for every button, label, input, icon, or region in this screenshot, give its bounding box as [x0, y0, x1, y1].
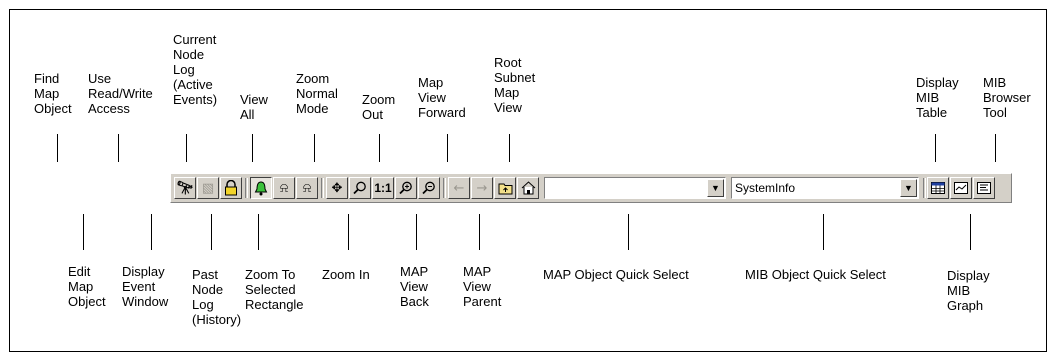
label-edit-map-object: Edit Map Object: [68, 264, 106, 309]
leader-line: [258, 214, 259, 250]
label-view-all: View All: [240, 92, 268, 122]
leader-line: [186, 134, 187, 162]
label-use-read-write-access: Use Read/Write Access: [88, 71, 153, 116]
toolbar-separator: [443, 178, 446, 198]
label-root-subnet-map-view: Root Subnet Map View: [494, 55, 536, 115]
use-read-write-access-button[interactable]: [220, 177, 242, 199]
find-map-object-button[interactable]: 🔭︎: [174, 177, 196, 199]
chevron-down-icon[interactable]: ▼: [900, 179, 917, 197]
toolbar-separator: [923, 178, 926, 198]
bell-history-icon: ⍾: [302, 180, 312, 196]
label-current-node-log: Current Node Log (Active Events): [173, 32, 218, 107]
leader-line: [970, 214, 971, 250]
current-node-log-button[interactable]: ⍾: [273, 177, 295, 199]
arrow-right-icon: →: [476, 180, 488, 196]
leader-line: [628, 214, 629, 250]
leader-line: [995, 134, 996, 162]
leader-line: [348, 214, 349, 250]
zoom-to-selected-rectangle-button[interactable]: [349, 177, 371, 199]
lock-icon: [225, 180, 237, 196]
home-icon: [521, 181, 535, 195]
edit-map-object-button[interactable]: ▧: [197, 177, 219, 199]
edit-map-object-icon: ▧: [201, 180, 215, 196]
leader-line: [118, 134, 119, 162]
toolbar-separator: [245, 178, 248, 198]
label-map-object-quick-select: MAP Object Quick Select: [543, 267, 689, 282]
chevron-down-icon[interactable]: ▼: [707, 179, 724, 197]
label-zoom-out: Zoom Out: [362, 92, 396, 122]
browser-icon: [977, 182, 991, 194]
label-past-node-log: Past Node Log (History): [192, 267, 242, 327]
zoom-normal-mode-button[interactable]: 1:1: [372, 177, 394, 199]
leader-line: [823, 214, 824, 250]
magnifier-icon: [353, 181, 366, 195]
toolbar-separator: [321, 178, 324, 198]
leader-line: [379, 134, 380, 162]
map-view-back-button[interactable]: ←: [448, 177, 470, 199]
label-display-mib-table: Display MIB Table: [916, 75, 959, 120]
leader-line: [252, 134, 253, 162]
display-mib-graph-button[interactable]: [950, 177, 972, 199]
leader-line: [447, 134, 448, 162]
view-all-icon: ✥: [331, 180, 343, 196]
mib-object-quick-select-value: SystemInfo: [735, 181, 796, 195]
display-event-window-button[interactable]: [250, 177, 272, 199]
mib-object-quick-select[interactable]: SystemInfo ▼: [731, 177, 919, 199]
leader-line: [83, 214, 84, 250]
map-view-forward-button[interactable]: →: [471, 177, 493, 199]
map-object-quick-select[interactable]: ▼: [544, 177, 726, 199]
leader-line: [479, 214, 480, 250]
leader-line: [211, 214, 212, 250]
bell-log-icon: ⍾: [279, 180, 289, 196]
display-mib-table-button[interactable]: [927, 177, 949, 199]
zoom-in-button[interactable]: [395, 177, 417, 199]
table-icon: [931, 182, 945, 194]
label-zoom-normal-mode: Zoom Normal Mode: [296, 71, 338, 116]
diagram-frame: [9, 9, 1047, 352]
label-zoom-to-selected-rectangle: Zoom To Selected Rectangle: [245, 267, 304, 312]
zoom-normal-label: 1:1: [374, 181, 392, 195]
parent-folder-icon: [498, 183, 512, 194]
label-find-map-object: Find Map Object: [34, 71, 72, 116]
label-map-view-forward: Map View Forward: [418, 75, 466, 120]
graph-icon: [954, 182, 968, 194]
leader-line: [509, 134, 510, 162]
leader-line: [416, 214, 417, 250]
leader-line: [57, 134, 58, 162]
zoom-in-icon: [399, 181, 412, 195]
label-map-view-back: MAP View Back: [400, 264, 429, 309]
zoom-out-icon: [422, 181, 435, 195]
leader-line: [314, 134, 315, 162]
bell-icon: [254, 180, 268, 195]
past-node-log-button[interactable]: ⍾: [296, 177, 318, 199]
leader-line: [151, 214, 152, 250]
label-mib-object-quick-select: MIB Object Quick Select: [745, 267, 886, 282]
label-display-mib-graph: Display MIB Graph: [947, 268, 990, 313]
label-display-event-window: Display Event Window: [122, 264, 169, 309]
map-view-parent-button[interactable]: [494, 177, 516, 199]
mib-browser-tool-button[interactable]: [973, 177, 995, 199]
binoculars-icon: 🔭︎: [176, 180, 194, 196]
arrow-left-icon: ←: [453, 180, 465, 196]
label-zoom-in: Zoom In: [322, 267, 370, 282]
root-subnet-map-view-button[interactable]: [517, 177, 539, 199]
leader-line: [935, 134, 936, 162]
zoom-out-button[interactable]: [418, 177, 440, 199]
label-map-view-parent: MAP View Parent: [463, 264, 502, 309]
view-all-button[interactable]: ✥: [326, 177, 348, 199]
label-mib-browser-tool: MIB Browser Tool: [983, 75, 1031, 120]
toolbar: 🔭︎ ▧ ⍾ ⍾ ✥ 1:1: [170, 173, 1012, 203]
